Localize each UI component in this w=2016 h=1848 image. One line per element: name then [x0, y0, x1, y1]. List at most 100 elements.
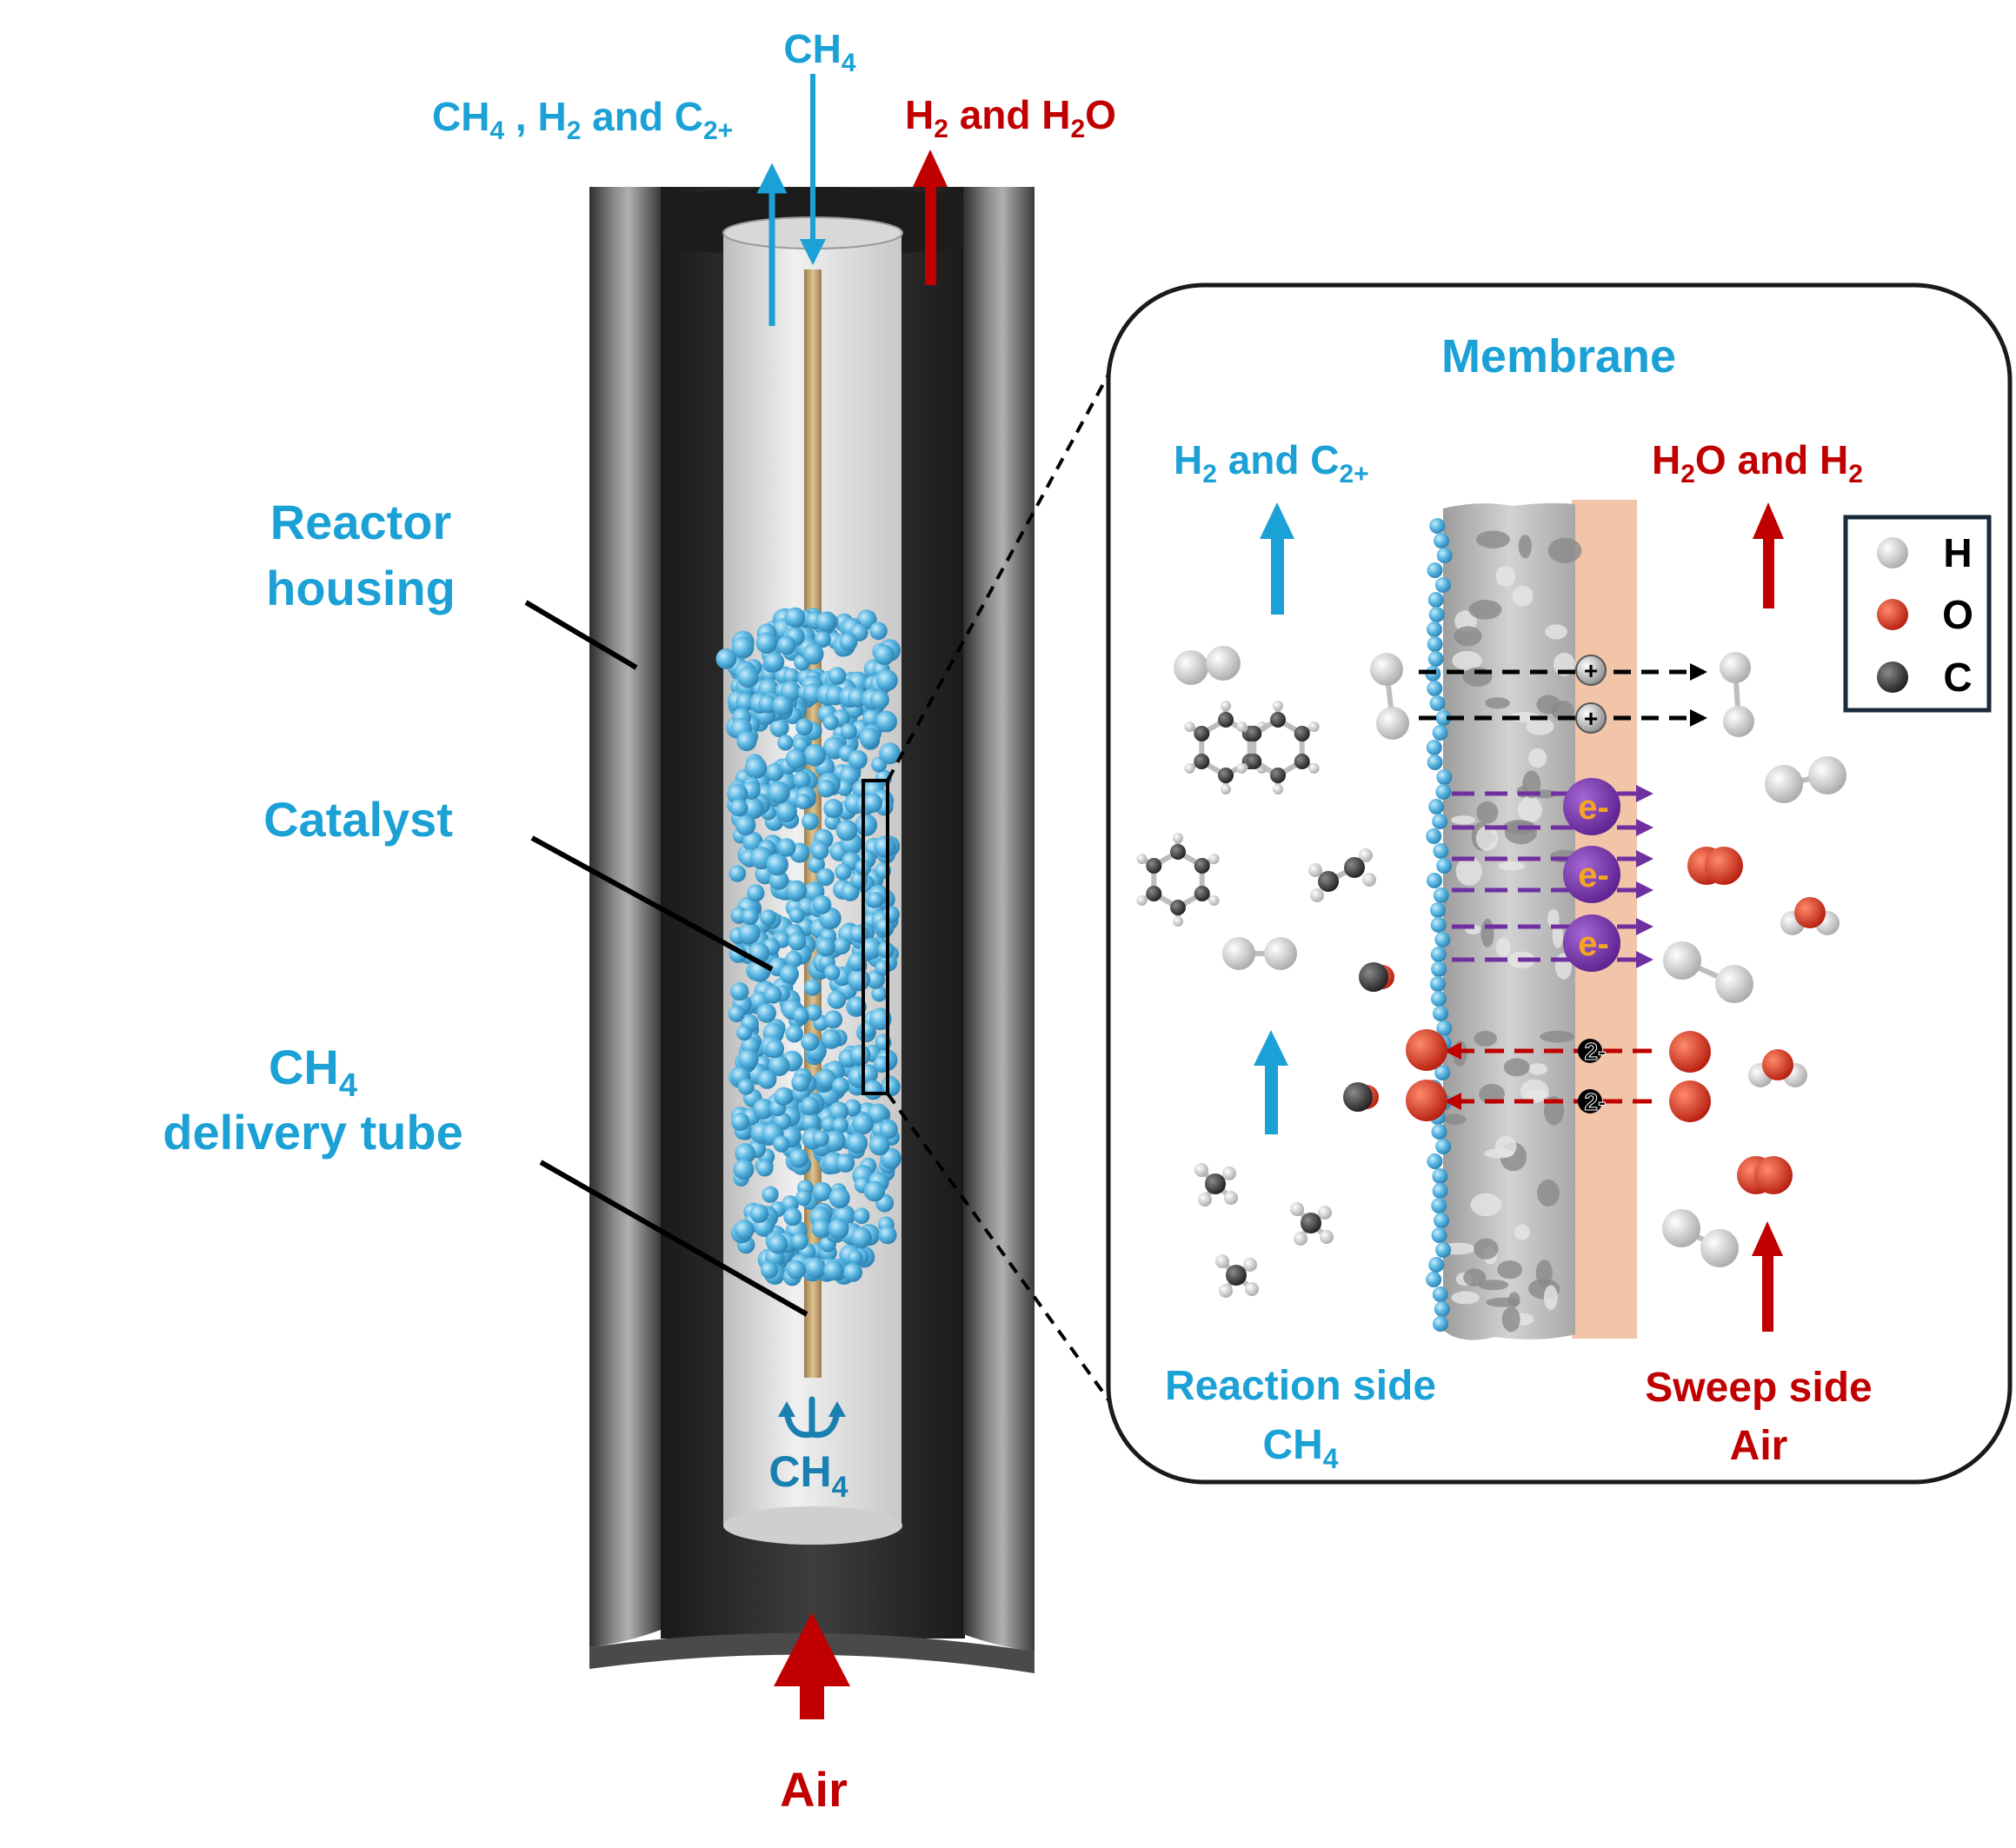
catalyst-bead [733, 1159, 755, 1180]
surface-bead [1432, 814, 1448, 829]
catalyst-bead [804, 1257, 827, 1279]
hydrogen-atom [1318, 1206, 1332, 1220]
surface-bead [1430, 902, 1447, 918]
proton-icon-1 [1575, 655, 1607, 686]
hydrogen-atom [1184, 721, 1195, 732]
surface-bead [1435, 710, 1452, 726]
surface-bead [1430, 917, 1447, 933]
surface-bead [1427, 651, 1444, 667]
catalyst-bead [848, 749, 868, 770]
catalyst-bead [828, 1101, 849, 1121]
catalyst-bead [742, 907, 759, 926]
catalyst-bead [775, 801, 797, 822]
catalyst-bead [803, 744, 827, 767]
surface-bead [1431, 1124, 1447, 1140]
hydrogen-atom [1198, 1193, 1212, 1207]
catalyst-bead [824, 964, 841, 981]
carbon-atom [1246, 754, 1262, 769]
hydrogen-atom [1359, 848, 1373, 862]
surface-bead [1432, 725, 1448, 741]
catalyst-bead [810, 841, 829, 861]
membrane-pore [1495, 565, 1516, 587]
housing-label-line1: Reactor [270, 495, 452, 549]
bottom-ch4-label: CH4 [768, 1447, 848, 1504]
carbon-atom [1194, 726, 1210, 741]
membrane-pore [1474, 1238, 1499, 1260]
membrane-pore [1453, 1040, 1467, 1067]
catalyst-bead [715, 648, 737, 669]
membrane-pore [1495, 937, 1511, 958]
carbon-atom [1194, 754, 1210, 769]
membrane-pore [1547, 537, 1582, 563]
catalyst-bead [756, 1160, 774, 1177]
catalyst-bead [823, 799, 843, 819]
catalyst-bead [878, 1226, 897, 1245]
surface-bead [1435, 784, 1452, 800]
catalyst-bead [802, 643, 824, 665]
reaction-side-label: Reaction side [1165, 1363, 1436, 1409]
membrane-pore [1527, 1063, 1548, 1075]
carbon-atom [1246, 726, 1262, 741]
carbon-atom [1318, 871, 1339, 892]
catalyst-bead [817, 779, 835, 798]
catalyst-bead [747, 884, 765, 902]
carbon-atom [1170, 900, 1186, 915]
hydrogen-atom [1663, 941, 1701, 980]
carbon-atom [1270, 712, 1286, 728]
catalyst-bead [768, 1233, 788, 1254]
catalyst-bead [767, 781, 790, 804]
catalyst-bead [795, 794, 811, 809]
catalyst-bead [828, 1218, 849, 1240]
hydrogen-atom [1194, 1163, 1208, 1177]
membrane-pore [1480, 918, 1494, 947]
carbon-atom [1194, 886, 1210, 901]
carbon-atom [1294, 754, 1310, 769]
surface-bead [1436, 858, 1453, 874]
inset-up-arrow-blue-bottom [1254, 1030, 1288, 1134]
hydrogen-atom [1136, 854, 1148, 864]
surface-bead [1435, 1242, 1452, 1258]
catalyst-bead [742, 831, 763, 853]
catalyst-bead [855, 814, 878, 836]
catalyst-bead [791, 1074, 810, 1093]
catalyst-bead [768, 1054, 790, 1077]
proton-symbol-2: + [1584, 705, 1598, 732]
membrane-pore [1470, 1193, 1502, 1217]
surface-bead [1427, 1153, 1443, 1169]
surface-bead [1430, 947, 1447, 962]
hydrogen-atom [1370, 653, 1403, 686]
surface-bead [1433, 1316, 1448, 1332]
electron-label-2: e- [1578, 856, 1609, 894]
membrane-pore [1484, 1148, 1514, 1159]
membrane-pore [1512, 585, 1534, 607]
air-label: Air [780, 1762, 848, 1817]
hydrogen-atom [1723, 706, 1754, 737]
catalyst-bead [783, 668, 800, 685]
membrane-pore [1518, 535, 1532, 559]
catalyst-bead [792, 1007, 809, 1024]
sweep-outlet-label: H2 and H2O [905, 92, 1116, 143]
catalyst-bead [777, 735, 794, 751]
catalyst-bead [765, 762, 784, 781]
oxygen-atom-right-1 [1669, 1031, 1711, 1073]
hydrogen-atom [1136, 895, 1148, 906]
surface-bead [1434, 533, 1449, 548]
catalyst-bead [816, 1069, 836, 1089]
surface-bead [1434, 577, 1451, 593]
catalyst-bead [821, 1028, 842, 1049]
catalyst-bead [869, 622, 888, 641]
membrane-pore [1451, 815, 1476, 825]
oxide-ion-2 [1578, 1089, 1602, 1113]
catalyst-bead [801, 1113, 821, 1133]
catalyst-bead [850, 1226, 872, 1248]
housing-pointer-line [524, 600, 638, 670]
catalyst-bead [728, 1005, 745, 1023]
catalyst-bead [859, 728, 881, 748]
catalyst-bead [879, 742, 901, 765]
carbon-atom [1344, 857, 1365, 878]
hydrogen-atom [1273, 701, 1283, 711]
surface-bead [1431, 1198, 1447, 1213]
catalyst-bead [863, 1080, 883, 1100]
hydrogen-atom [1222, 1167, 1236, 1180]
catalyst-bead [831, 1077, 849, 1095]
